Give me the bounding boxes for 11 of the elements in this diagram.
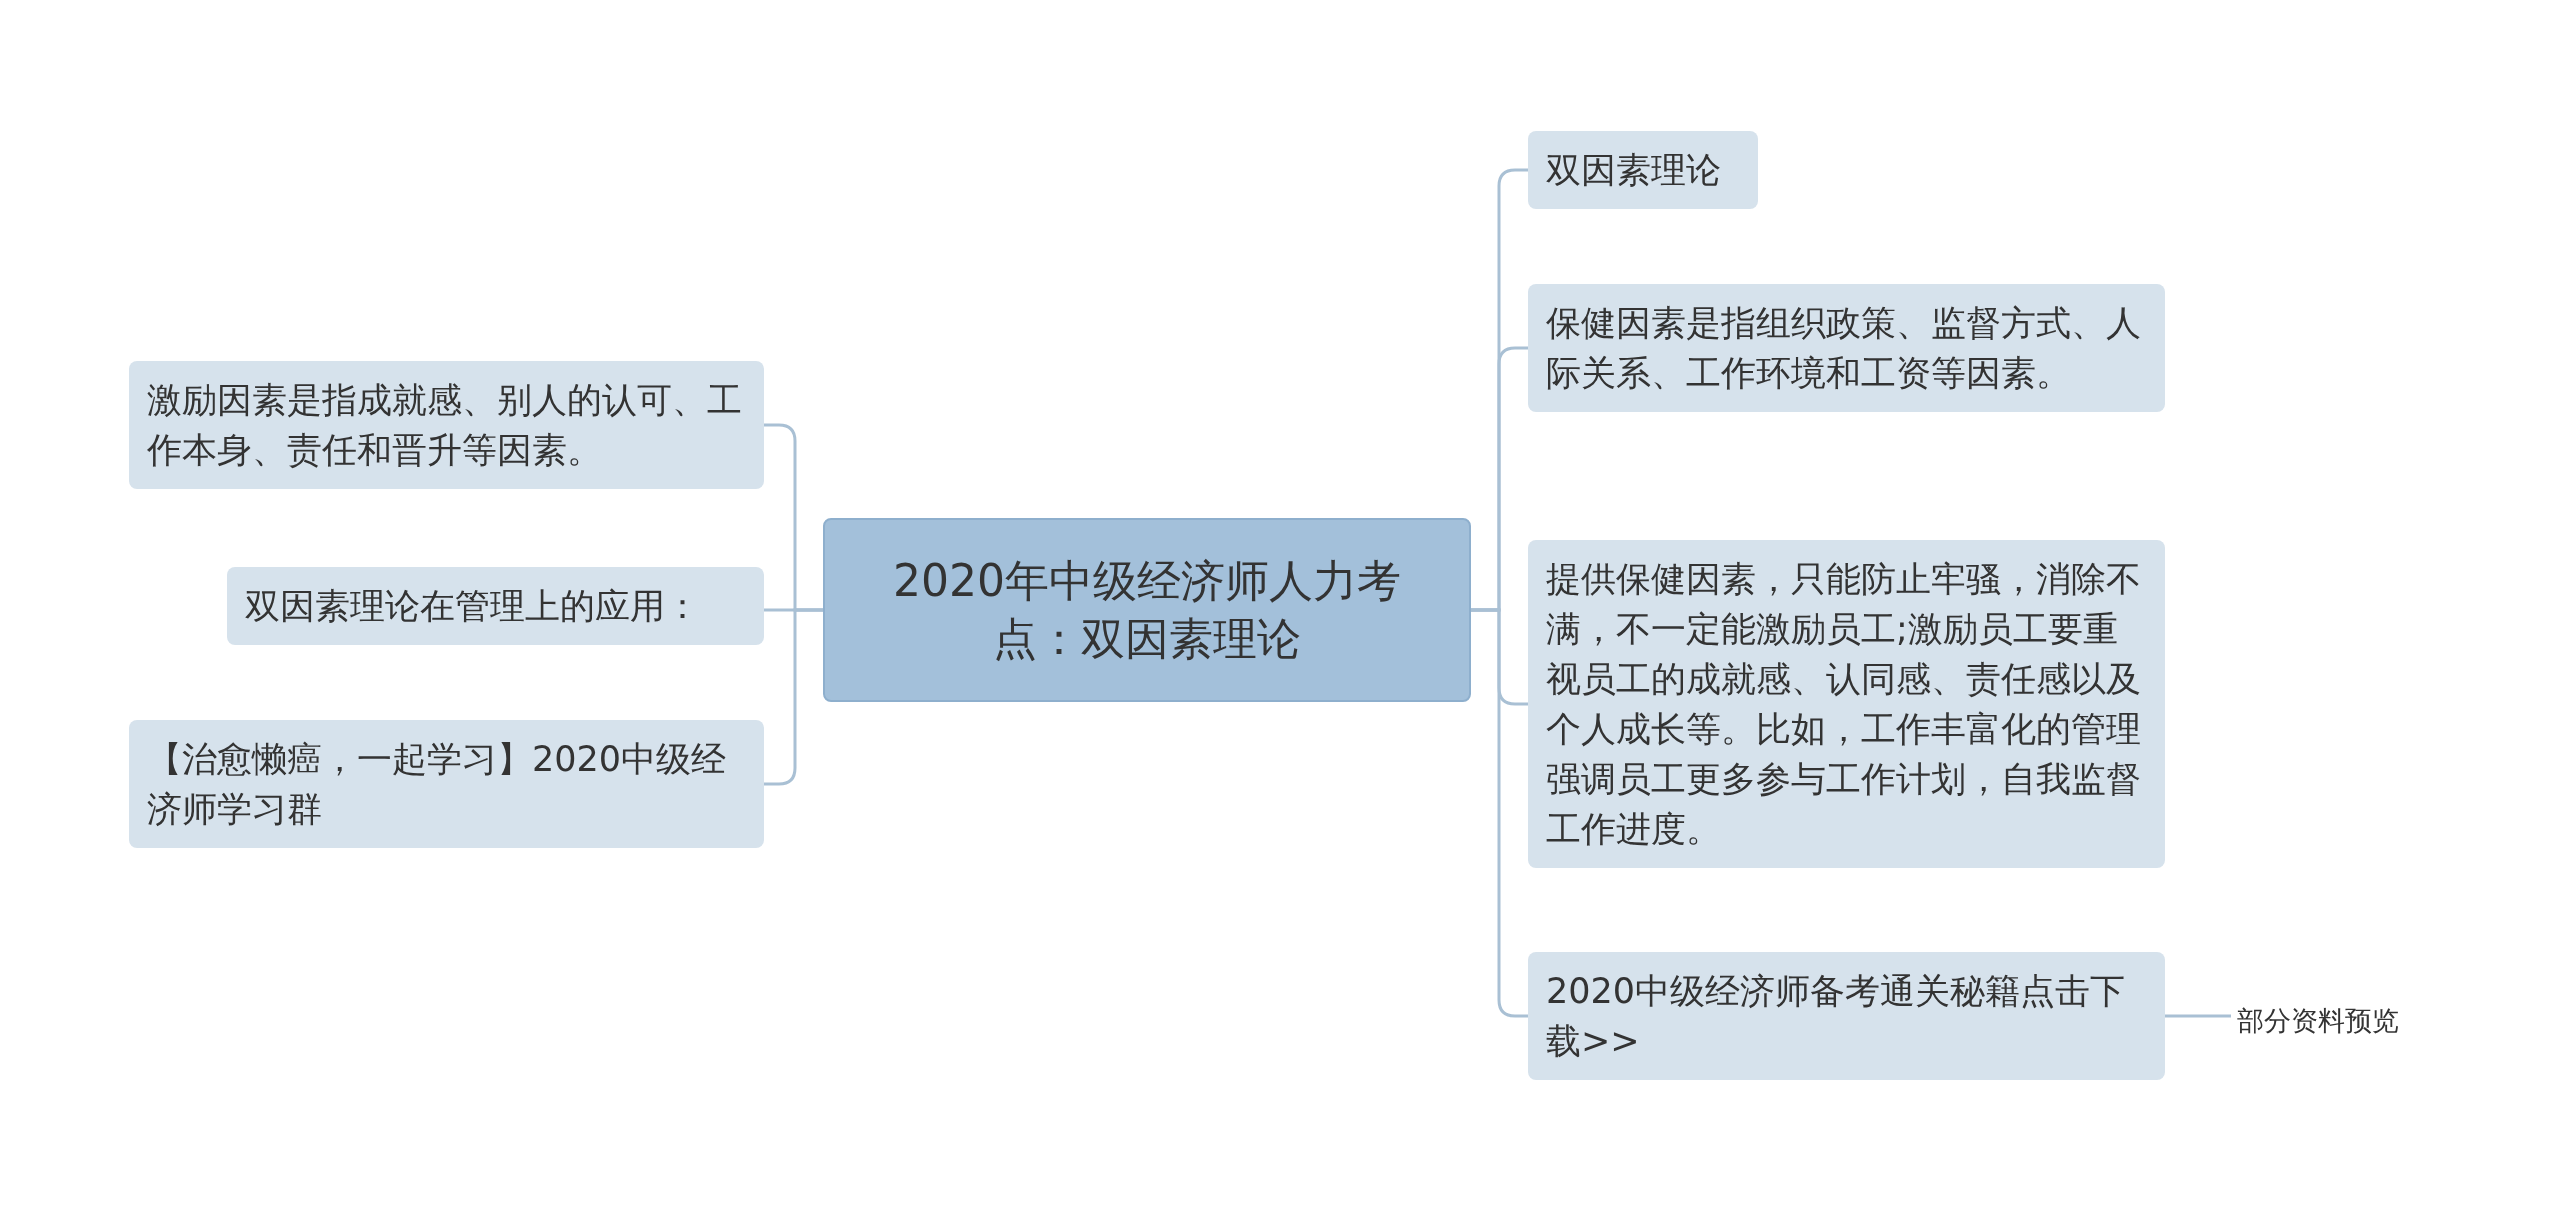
- note-text: 部分资料预览: [2237, 1003, 2399, 1039]
- topic-box: 2020中级经济师备考通关秘籍点击下载>>: [1528, 952, 2165, 1080]
- connector-line: [2165, 1014, 2231, 1018]
- topic-box: 提供保健因素，只能防止牢骚，消除不满，不一定能激励员工;激励员工要重视员工的成就感、认同感、责任感以及个人成长等。比如，工作丰富化的管理强调员工更多参与工作计划，自我监督工作进度。: [1528, 540, 2165, 868]
- topic-box: 双因素理论在管理上的应用：: [227, 567, 764, 645]
- topic-box: 保健因素是指组织政策、监督方式、人际关系、工作环境和工资等因素。: [1528, 284, 2165, 412]
- topic-box: 【治愈懒癌，一起学习】2020中级经济师学习群: [129, 720, 764, 848]
- connector-line: [1471, 608, 1528, 1018]
- topic-box: 双因素理论: [1528, 131, 1758, 209]
- topic-box: 激励因素是指成就感、别人的认可、工作本身、责任和晋升等因素。: [129, 361, 764, 489]
- central-topic-box: 2020年中级经济师人力考点：双因素理论: [823, 518, 1471, 702]
